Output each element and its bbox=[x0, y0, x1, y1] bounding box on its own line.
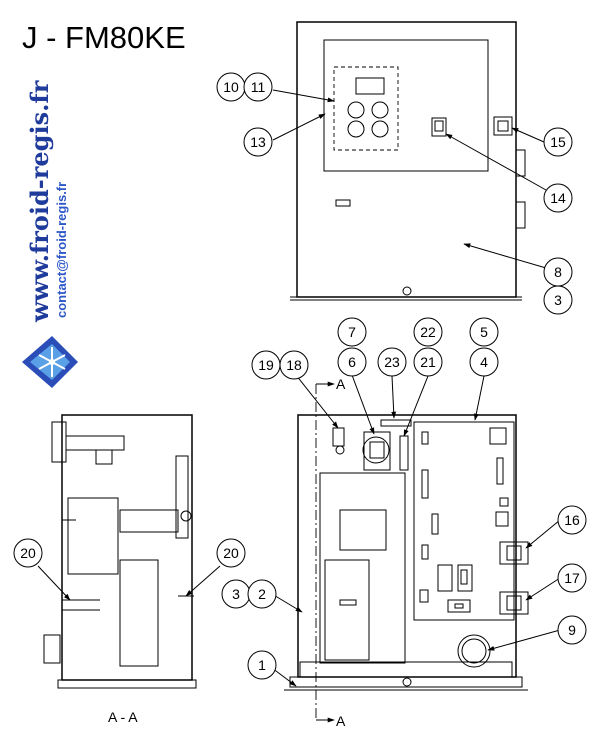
callout-label: 3 bbox=[554, 292, 562, 308]
callout-label: 7 bbox=[348, 324, 356, 340]
section-small-part bbox=[95, 449, 113, 465]
side-connector-lower bbox=[515, 201, 526, 229]
section-board bbox=[119, 559, 159, 667]
watermark-site: www.froid-regis.fr bbox=[25, 80, 54, 323]
section-marker-bottom: A bbox=[336, 713, 346, 729]
board-components bbox=[419, 427, 509, 613]
section-caption: A - A bbox=[108, 709, 138, 725]
callout-label: 19 bbox=[258, 357, 274, 373]
watermark-email: contact@froid-regis.fr bbox=[54, 182, 69, 318]
callout-label: 21 bbox=[420, 354, 436, 370]
callout-label: 20 bbox=[223, 545, 239, 561]
drain-port-icon bbox=[457, 634, 491, 668]
callout-label: 23 bbox=[384, 354, 400, 370]
transformer-component bbox=[362, 431, 391, 471]
callout-label: 20 bbox=[20, 545, 36, 561]
section-drain bbox=[43, 634, 61, 664]
base-tray bbox=[299, 661, 513, 678]
callout-label: 15 bbox=[550, 134, 566, 150]
connector-16-icon bbox=[499, 541, 529, 565]
watermark: www.froid-regis.fr contact@froid-regis.f… bbox=[22, 80, 78, 388]
display-screen bbox=[355, 77, 385, 95]
callout-label: 14 bbox=[550, 190, 566, 206]
callouts-front: 10 11 13 15 14 8 3 bbox=[216, 72, 573, 315]
display-area bbox=[333, 66, 399, 151]
switch-15-icon bbox=[493, 116, 513, 136]
control-buttons bbox=[347, 101, 389, 138]
front-cabinet bbox=[296, 21, 517, 298]
callout-label: 18 bbox=[286, 357, 302, 373]
section-top-component bbox=[65, 435, 125, 451]
circuit-board bbox=[413, 421, 515, 621]
callout-label: 11 bbox=[251, 79, 266, 95]
callout-label: 9 bbox=[568, 622, 576, 638]
section-cabinet bbox=[61, 414, 193, 681]
section-knob bbox=[180, 510, 192, 522]
inner-vent bbox=[339, 599, 357, 606]
front-vent bbox=[335, 199, 351, 207]
section-marker-top: A bbox=[336, 376, 346, 392]
side-connector-upper bbox=[515, 149, 526, 177]
section-line: A A bbox=[315, 376, 346, 729]
callout-label: 13 bbox=[250, 134, 266, 150]
component-21 bbox=[399, 435, 409, 471]
section-mount bbox=[119, 509, 179, 533]
section-base bbox=[57, 679, 197, 689]
callout-label: 2 bbox=[258, 586, 266, 602]
component-18 bbox=[335, 445, 345, 455]
section-view: A - A bbox=[43, 414, 197, 725]
front-screw bbox=[402, 286, 412, 296]
component-23 bbox=[380, 419, 412, 427]
section-front-panel bbox=[175, 455, 189, 539]
front-view bbox=[290, 21, 526, 301]
section-top-bracket bbox=[51, 421, 67, 463]
snowflake-logo-icon bbox=[22, 336, 78, 388]
component-19 bbox=[332, 427, 345, 447]
callout-label: 8 bbox=[554, 264, 562, 280]
callouts-inside: 7 22 5 19 18 6 23 21 4 16 17 9 3 2 1 bbox=[221, 317, 587, 680]
inner-compartment bbox=[319, 472, 406, 664]
callout-label: 3 bbox=[232, 586, 240, 602]
callout-label: 17 bbox=[564, 570, 580, 586]
section-transformer bbox=[67, 497, 119, 575]
control-panel bbox=[323, 39, 489, 172]
inner-panel bbox=[324, 559, 370, 661]
callout-label: 10 bbox=[223, 79, 239, 95]
diagram-title: J - FM80KE bbox=[22, 20, 186, 55]
inner-window bbox=[339, 509, 387, 551]
callout-label: 5 bbox=[480, 324, 488, 340]
inside-view bbox=[284, 414, 529, 691]
leader-lines bbox=[37, 89, 561, 687]
callout-label: 1 bbox=[258, 657, 266, 673]
switch-14-icon bbox=[431, 117, 447, 137]
connector-17-icon bbox=[499, 591, 529, 615]
callout-label: 22 bbox=[420, 324, 436, 340]
callout-label: 6 bbox=[348, 354, 356, 370]
base-screw bbox=[402, 677, 412, 687]
callouts-side: 20 20 bbox=[13, 538, 246, 568]
callout-label: 4 bbox=[480, 354, 488, 370]
callout-label: 16 bbox=[564, 512, 580, 528]
